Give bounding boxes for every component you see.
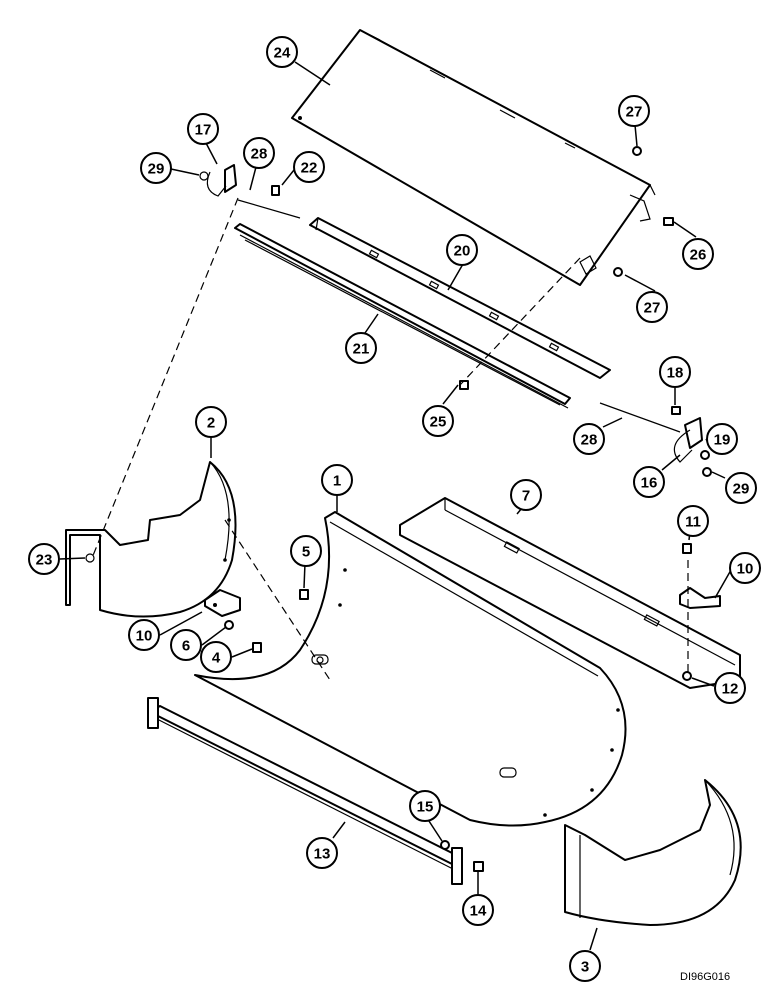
callout-1-label: 1 [333,473,341,490]
part-2-left-housing [65,461,237,618]
callout-2-label: 2 [207,415,215,432]
callout-17-label: 17 [195,122,212,139]
callout-24[interactable]: 24 [266,36,298,68]
callout-10-left[interactable]: 10 [128,619,160,651]
callout-15-label: 15 [417,799,434,816]
callout-3-label: 3 [581,959,589,976]
part-10-bracket-left [204,589,241,617]
part-3-right-housing [564,779,742,926]
callout-11[interactable]: 11 [677,505,709,537]
callout-23[interactable]: 23 [28,543,60,575]
callout-13[interactable]: 13 [306,837,338,869]
part-24-top-cover [291,29,656,286]
part-28-rod-upper [237,199,301,219]
callout-12-label: 12 [722,681,739,698]
part-20-upper-rail [309,217,611,379]
callout-6-label: 6 [182,638,190,655]
callout-4[interactable]: 4 [200,641,232,673]
callout-28-upper[interactable]: 28 [243,137,275,169]
callout-13-label: 13 [314,846,331,863]
callout-12[interactable]: 12 [714,672,746,704]
callout-27-label: 27 [626,104,643,121]
part-21-lower-strip [234,223,571,409]
callout-20-label: 20 [454,243,471,260]
callout-29-upper[interactable]: 29 [140,152,172,184]
callout-7[interactable]: 7 [510,479,542,511]
part-17-bracket [199,164,237,197]
callout-5[interactable]: 5 [290,535,322,567]
part-10-bracket-right [679,587,721,609]
callout-29-label: 29 [733,481,750,498]
callout-14[interactable]: 14 [462,894,494,926]
callout-26-label: 26 [690,247,707,264]
part-28-rod-lower [599,402,681,433]
part-16-bracket [673,417,703,463]
callout-25[interactable]: 25 [422,405,454,437]
callout-17[interactable]: 17 [187,113,219,145]
callout-27-top[interactable]: 27 [618,95,650,127]
callout-2[interactable]: 2 [195,406,227,438]
callout-26[interactable]: 26 [682,238,714,270]
callout-29-lower[interactable]: 29 [725,472,757,504]
callout-7-label: 7 [522,488,530,505]
callout-22-label: 22 [301,160,318,177]
callout-10-label: 10 [136,628,153,645]
callout-1[interactable]: 1 [321,464,353,496]
callout-24-label: 24 [274,45,291,62]
callout-16[interactable]: 16 [633,466,665,498]
callout-16-label: 16 [641,475,658,492]
callout-15[interactable]: 15 [409,790,441,822]
callout-14-label: 14 [470,903,487,920]
callout-10-right[interactable]: 10 [729,552,761,584]
part-13-cross-bar [147,697,463,885]
callout-27-bottom[interactable]: 27 [636,291,668,323]
callout-6[interactable]: 6 [170,629,202,661]
callout-19[interactable]: 19 [706,423,738,455]
part-1-main-pan [194,511,627,827]
callout-20[interactable]: 20 [446,234,478,266]
callout-21-label: 21 [353,341,370,358]
callout-28-label: 28 [251,146,268,163]
callout-22[interactable]: 22 [293,151,325,183]
callout-28-lower[interactable]: 28 [573,423,605,455]
callout-3[interactable]: 3 [569,950,601,982]
callout-25-label: 25 [430,414,447,431]
callout-21[interactable]: 21 [345,332,377,364]
callout-10-label: 10 [737,561,754,578]
callout-18[interactable]: 18 [659,356,691,388]
figure-code: DI96G016 [680,971,730,983]
callout-18-label: 18 [667,365,684,382]
alignment-lines [91,197,689,681]
callout-11-label: 11 [685,514,701,531]
callout-29-label: 29 [148,161,165,178]
callout-4-label: 4 [212,650,221,667]
hardware-fasteners [224,146,712,872]
callout-5-label: 5 [302,544,310,561]
callout-28-label: 28 [581,432,598,449]
callout-27-label: 27 [644,300,661,317]
callout-23-label: 23 [36,552,53,569]
callout-19-label: 19 [714,432,731,449]
